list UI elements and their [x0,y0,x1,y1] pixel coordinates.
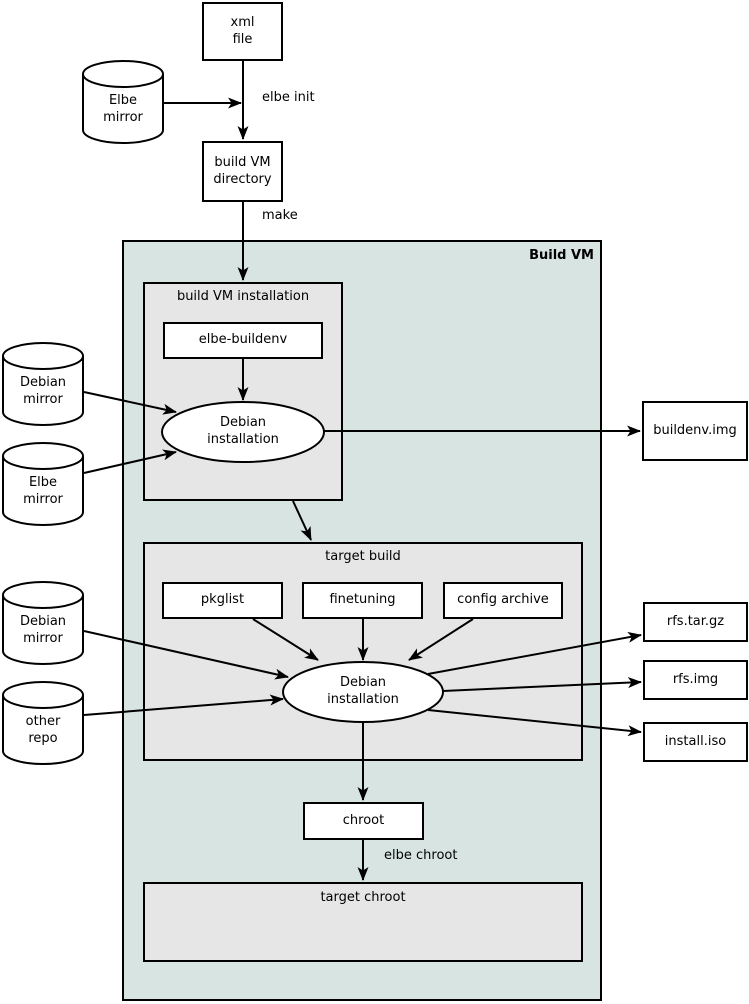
elbe-mirror-top-label: Elbe mirror [103,93,143,125]
debian-mirror-bottom-label: Debian mirror [19,614,67,646]
elbe-buildenv-node: elbe-buildenv [163,322,323,359]
rfs-tar-gz-node: rfs.tar.gz [643,602,748,642]
target-build-group [143,542,583,761]
pkglist-node: pkglist [162,582,283,619]
target-chroot-group [143,882,583,962]
target-build-title: target build [325,549,401,564]
chroot-node: chroot [303,802,424,840]
buildenv-img-node: buildenv.img [642,401,748,461]
install-iso-node: install.iso [643,722,748,762]
edge-label-elbe-init: elbe init [262,90,315,105]
build-vm-installation-group [143,282,343,501]
target-chroot-title: target chroot [320,890,406,905]
debian-installation-1-label: Debian installation [207,415,279,447]
edge-label-make: make [262,208,298,223]
elbe-mirror-mid-label: Elbe mirror [23,475,63,507]
debian-installation-2-label: Debian installation [327,675,399,707]
build-vm-installation-title: build VM installation [176,289,310,304]
config-archive-node: config archive [443,582,563,619]
build-vm-directory-node: build VM directory [202,141,283,202]
other-repo-label: other repo [25,714,61,746]
xml-file-node: xml file [202,2,283,61]
rfs-img-node: rfs.img [643,660,748,700]
build-vm-region-title: Build VM [529,248,594,263]
edge-label-elbe-chroot: elbe chroot [384,848,458,863]
debian-mirror-mid-label: Debian mirror [19,375,67,407]
finetuning-node: finetuning [302,582,423,619]
